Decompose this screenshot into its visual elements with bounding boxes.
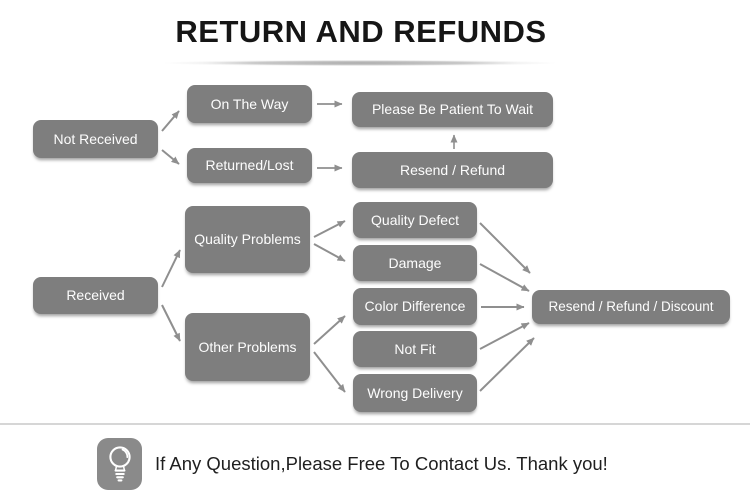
footer: If Any Question,Please Free To Contact U…	[97, 438, 608, 490]
page-title: RETURN AND REFUNDS	[175, 14, 547, 49]
node-not-received: Not Received	[33, 120, 158, 158]
footer-text: If Any Question,Please Free To Contact U…	[155, 453, 608, 474]
node-color-difference: Color Difference	[353, 288, 477, 325]
node-wrong-delivery: Wrong Delivery	[353, 374, 477, 412]
footer-divider	[0, 423, 750, 425]
node-returned-lost: Returned/Lost	[187, 148, 312, 183]
node-quality-problems: Quality Problems	[185, 206, 310, 273]
node-damage: Damage	[353, 245, 477, 281]
node-on-the-way: On The Way	[187, 85, 312, 123]
node-other-problems: Other Problems	[185, 313, 310, 381]
node-resend-refund: Resend / Refund	[352, 152, 553, 188]
node-received: Received	[33, 277, 158, 314]
lightbulb-glyph	[108, 446, 131, 482]
lightbulb-icon	[97, 438, 142, 490]
title-divider	[162, 60, 558, 66]
node-please-be-patient-to-wait: Please Be Patient To Wait	[352, 92, 553, 127]
node-quality-defect: Quality Defect	[353, 202, 477, 238]
node-not-fit: Not Fit	[353, 331, 477, 367]
node-resend-refund-discount: Resend / Refund / Discount	[532, 290, 730, 324]
